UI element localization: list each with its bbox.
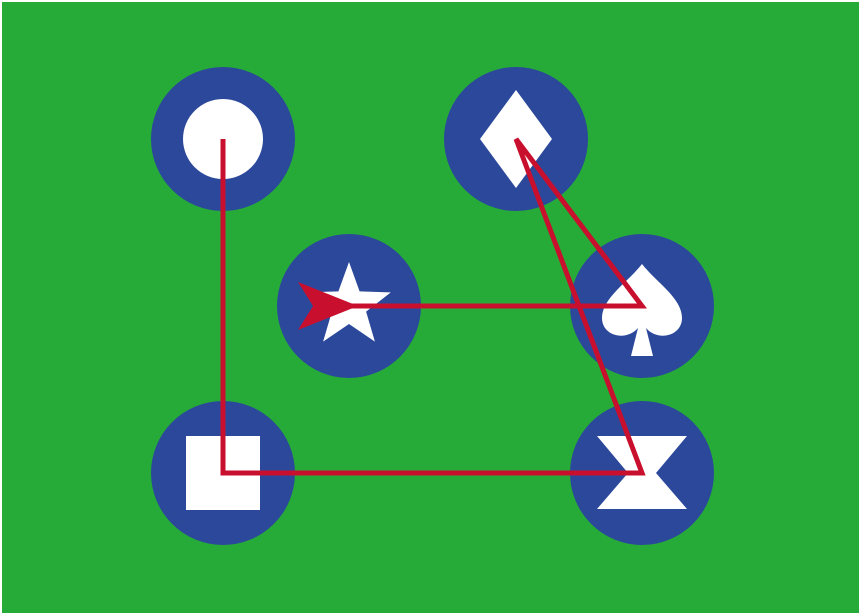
spade-icon [602,264,682,356]
solution-path [220,137,648,476]
